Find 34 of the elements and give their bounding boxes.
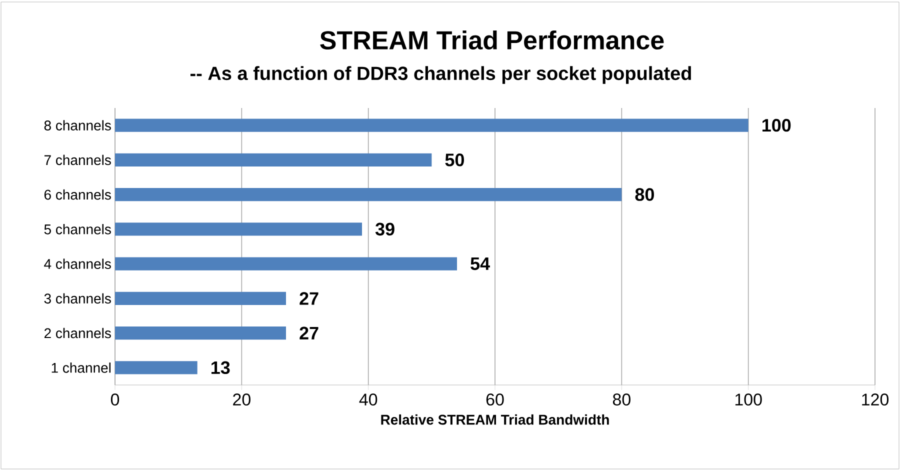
y-tick-label: 6 channels	[44, 189, 111, 200]
data-label: 100	[762, 118, 791, 132]
y-tick-label: 4 channels	[44, 258, 111, 269]
chart-subtitle: -- As a function of DDR3 channels per socket populated	[190, 66, 691, 84]
bar	[115, 257, 458, 270]
axis-title: Relative STREAM Triad Bandwidth	[381, 414, 609, 425]
data-label: 80	[635, 188, 654, 201]
bar	[115, 292, 286, 306]
bar	[115, 222, 362, 236]
data-label: 27	[300, 326, 318, 340]
y-tick-label: 8 channels	[44, 120, 111, 130]
data-label: 54	[470, 258, 490, 270]
y-tick-label: 5 channels	[44, 224, 111, 234]
bar	[115, 188, 622, 202]
data-label: 13	[212, 361, 230, 374]
x-tick-label: 80	[612, 394, 630, 406]
x-tick-label: 40	[359, 394, 378, 406]
bar	[115, 118, 748, 132]
data-label: 50	[445, 154, 464, 166]
data-label: 27	[300, 292, 318, 305]
y-tick-label: 7 channels	[44, 154, 111, 166]
x-tick-label: 60	[486, 394, 504, 406]
x-tick-label: 0	[110, 394, 120, 406]
x-tick-label: 100	[735, 394, 762, 406]
bar	[115, 361, 198, 374]
y-tick-label: 2 channels	[44, 328, 111, 338]
x-tick-label: 20	[233, 394, 250, 406]
y-tick-label: 1 channel	[52, 362, 111, 373]
bar	[115, 153, 432, 167]
bar	[115, 326, 286, 340]
data-label: 39	[375, 222, 394, 236]
x-tick-label: 120	[862, 394, 889, 406]
y-tick-label: 3 channels	[44, 293, 111, 304]
chart-title: STREAM Triad Performance	[320, 30, 664, 50]
